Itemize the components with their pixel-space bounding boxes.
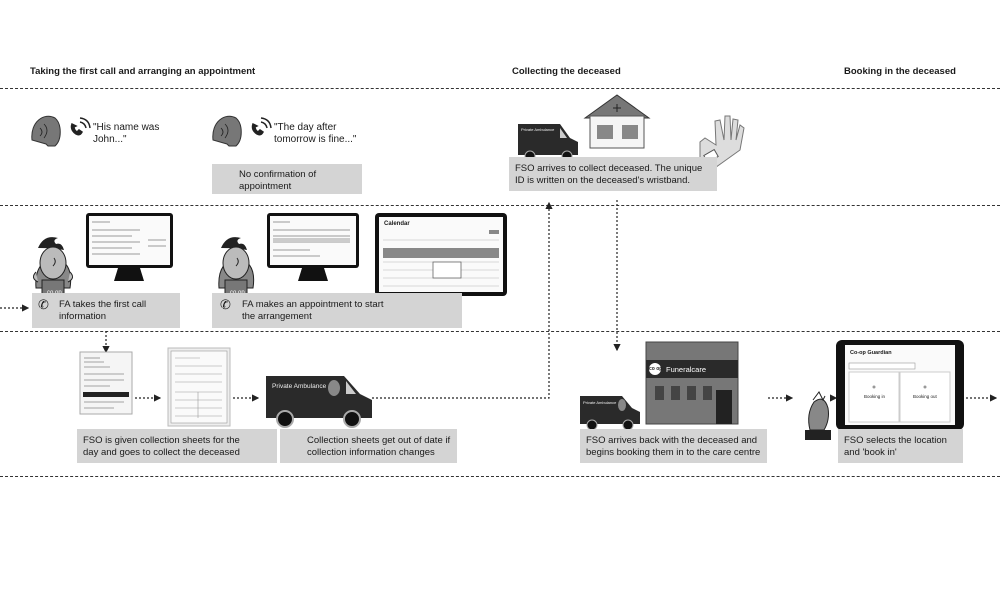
person-head-icon-1 xyxy=(31,115,61,147)
tablet-booking-out[interactable]: Booking out xyxy=(913,394,937,399)
note-fa-first-call: ✆ FA takes the first call information xyxy=(32,293,180,328)
tablet-booking-in[interactable]: Booking in xyxy=(864,394,886,399)
van-small-label: Private Ambulance xyxy=(583,400,617,405)
stage-heading-collecting: Collecting the deceased xyxy=(512,66,621,77)
note-fso-back-text: FSO arrives back with the deceased and b… xyxy=(586,435,761,458)
coop-logo: co op xyxy=(649,366,663,372)
collection-sheet-2 xyxy=(167,347,231,427)
lane-divider-4 xyxy=(0,476,1000,477)
note-fso-selects-text: FSO selects the location and 'book in' xyxy=(844,435,947,458)
fa-person-1: co op xyxy=(32,237,74,303)
tablet-title: Co-op Guardian xyxy=(850,350,892,356)
note-fso-selects: FSO selects the location and 'book in' xyxy=(838,429,963,463)
collection-sheet-1 xyxy=(79,351,133,415)
note-fa-appointment-text: FA makes an appointment to start the arr… xyxy=(242,299,384,322)
quote-day: "The day after tomorrow is fine..." xyxy=(274,122,357,145)
ambulance-van-small xyxy=(580,396,640,431)
lane-divider-2 xyxy=(0,205,1000,206)
phone-icon-3: ✆ xyxy=(38,297,49,312)
funeralcare-building xyxy=(645,341,739,425)
note-fa-first-call-text: FA takes the first call information xyxy=(59,299,147,322)
lane-divider-1 xyxy=(0,88,1000,89)
flow-arrow-up-collect xyxy=(372,201,553,399)
phone-icon-1 xyxy=(70,117,91,136)
funeralcare-sign: Funeralcare xyxy=(666,365,707,374)
van-top-label: Private Ambulance xyxy=(521,127,555,132)
note-no-confirmation: No confirmation of appointment xyxy=(212,164,362,194)
stage-heading-first-call: Taking the first call and arranging an a… xyxy=(30,66,256,77)
note-fso-sheets: FSO is given collection sheets for the d… xyxy=(77,429,277,463)
note-fa-appointment: ✆ FA makes an appointment to start the a… xyxy=(212,293,462,328)
monitor-first-call xyxy=(86,213,173,281)
note-fso-arrives-text: FSO arrives to collect deceased. The uni… xyxy=(515,163,703,186)
ambulance-van-large xyxy=(266,376,372,428)
fso-person xyxy=(805,391,831,440)
note-sheets-out-of-date: Collection sheets get out of date if col… xyxy=(280,429,457,463)
monitor-appointment xyxy=(267,213,359,281)
van-large-label: Private Ambulance xyxy=(272,383,327,390)
note-sheets-out-of-date-text: Collection sheets get out of date if col… xyxy=(307,435,451,458)
monitor-calendar xyxy=(375,213,507,318)
phone-icon-2 xyxy=(251,117,272,136)
lane-divider-3 xyxy=(0,331,1000,332)
tablet-guardian xyxy=(836,340,964,430)
person-head-icon-2 xyxy=(212,115,242,147)
phone-icon-4: ✆ xyxy=(220,297,231,312)
calendar-screen-title: Calendar xyxy=(384,221,410,227)
stage-heading-booking: Booking in the deceased xyxy=(844,66,956,77)
note-fso-back: FSO arrives back with the deceased and b… xyxy=(580,429,767,463)
quote-name: "His name was John..." xyxy=(93,122,160,145)
house-icon xyxy=(583,94,651,149)
note-fso-arrives: FSO arrives to collect deceased. The uni… xyxy=(509,157,717,191)
note-no-confirmation-text: No confirmation of appointment xyxy=(239,169,317,192)
note-fso-sheets-text: FSO is given collection sheets for the d… xyxy=(83,435,240,458)
